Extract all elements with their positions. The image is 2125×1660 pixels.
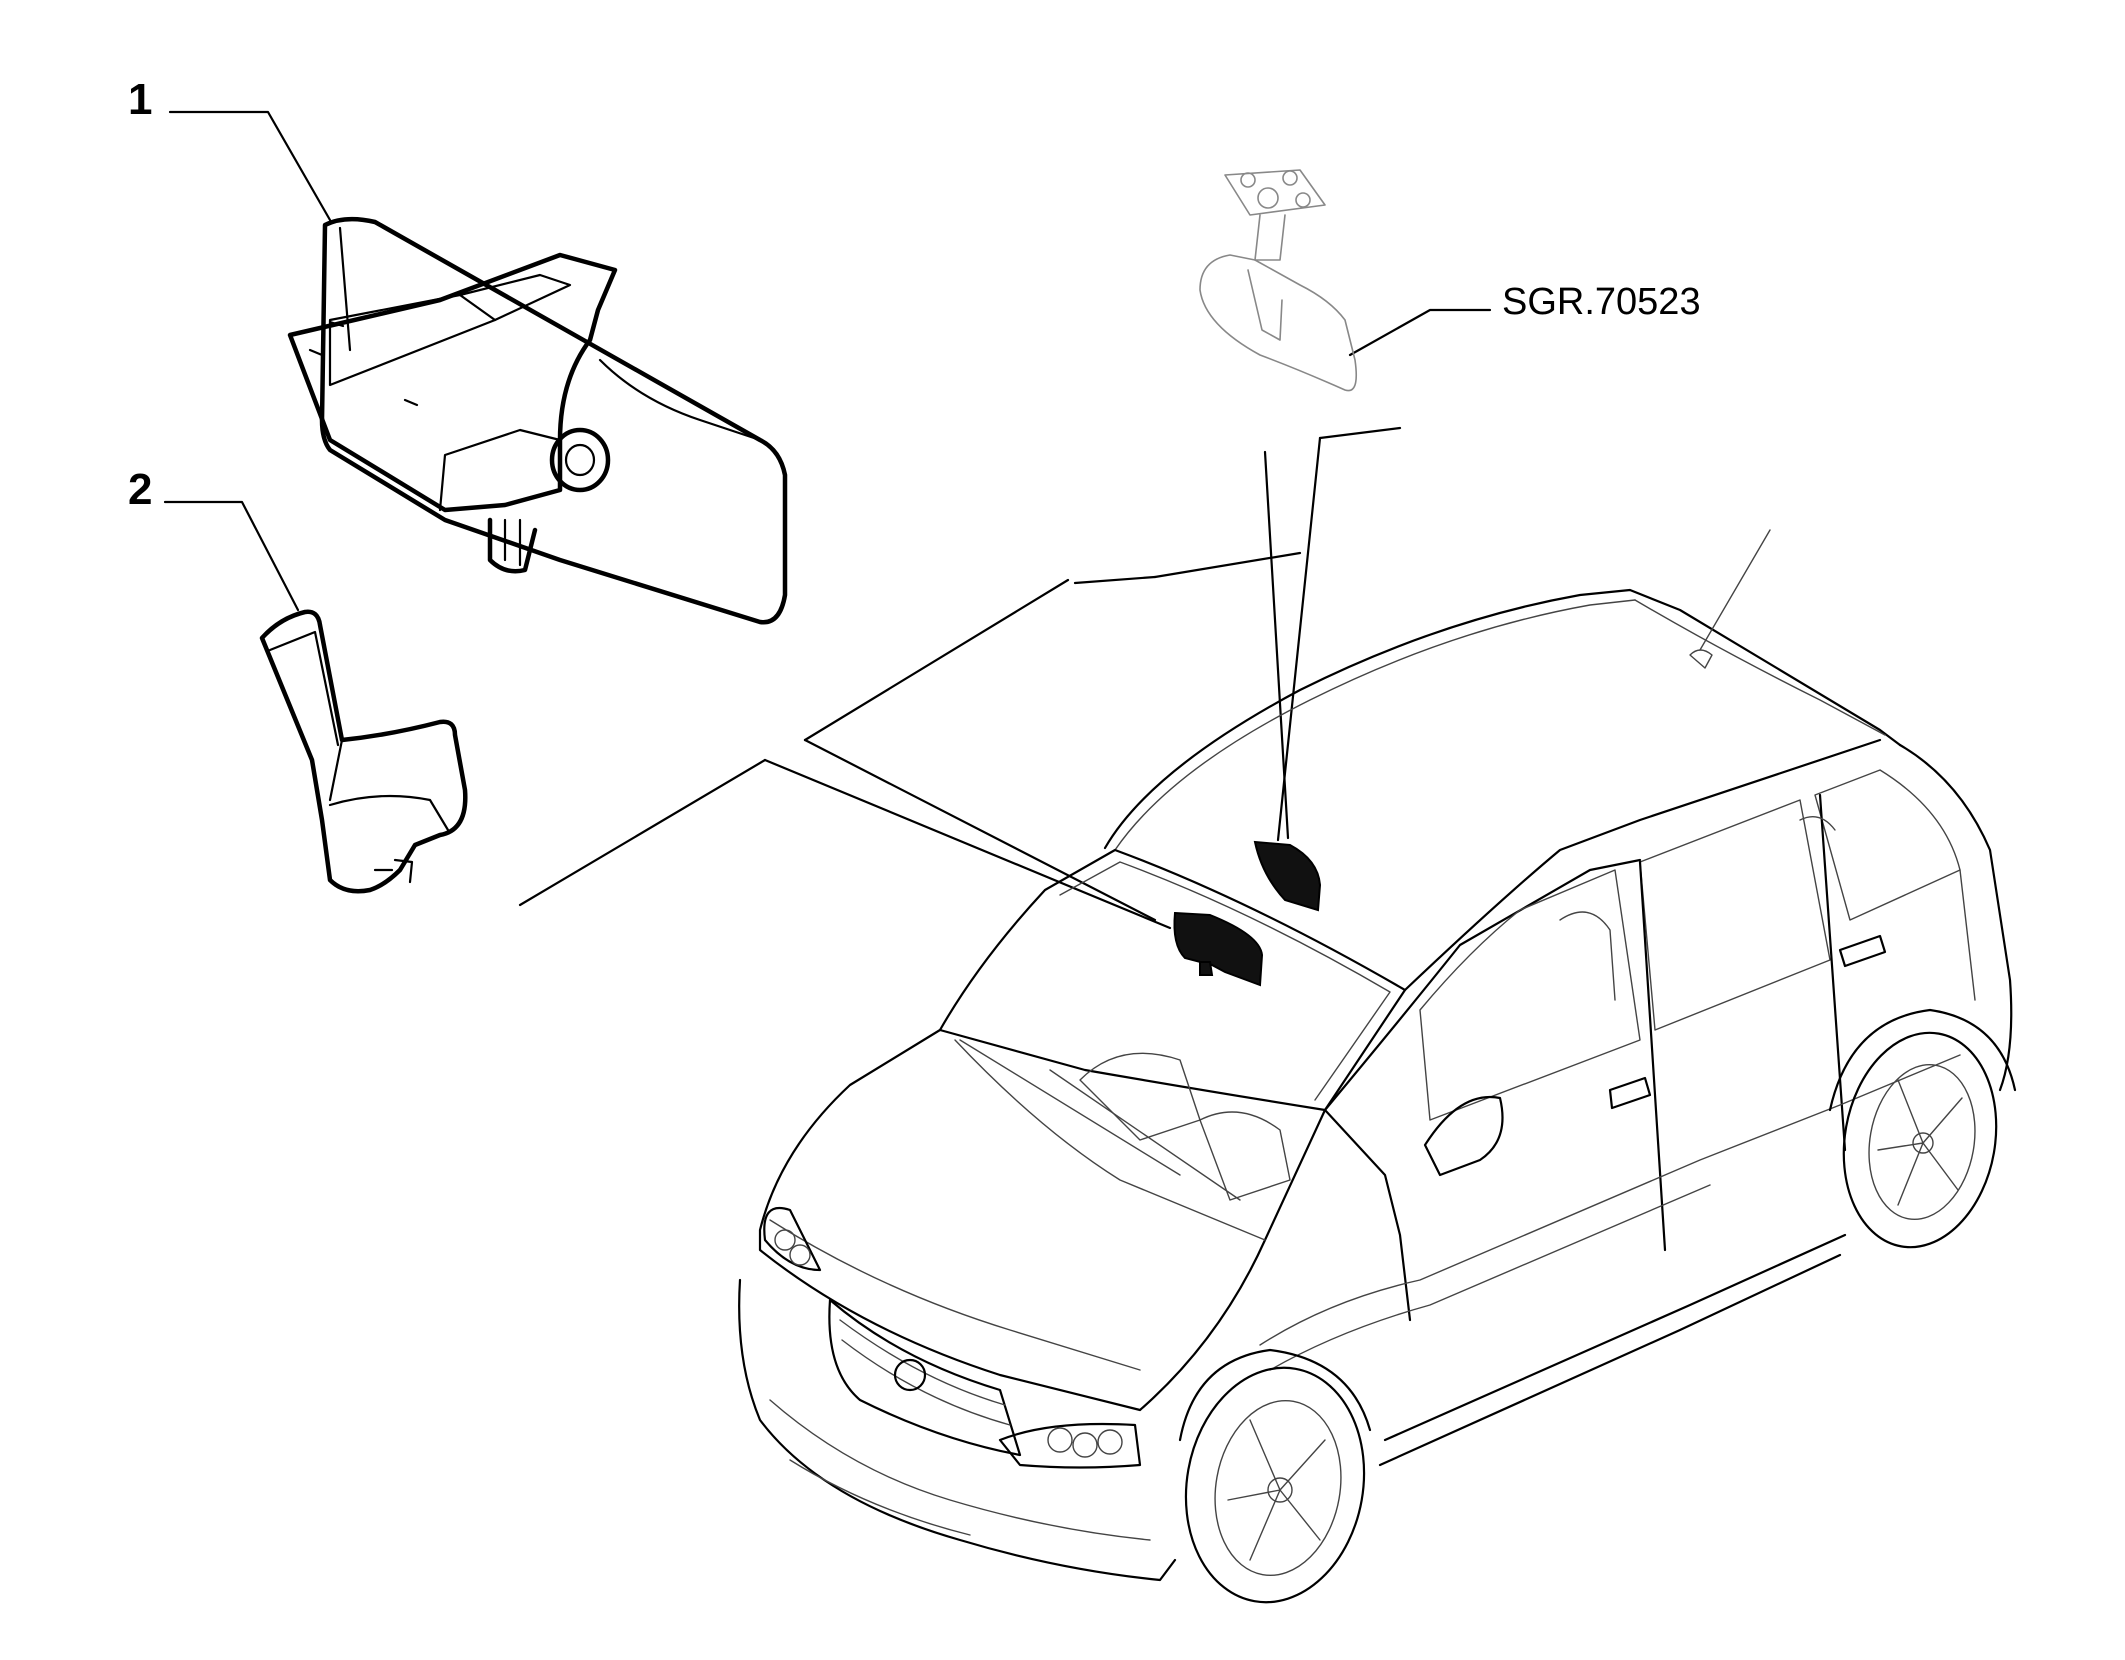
car-outline (738, 529, 2017, 1604)
reference-mirror-sketch (1199, 169, 1358, 392)
leader-line-ref (1348, 308, 1492, 357)
part-1-mirror-cover (287, 216, 788, 625)
explode-lines (518, 426, 1402, 930)
reference-code: SGR.70523 (1502, 281, 1701, 323)
part-markers (1173, 840, 1322, 987)
leader-line-2 (163, 500, 300, 612)
callout-2: 2 (128, 465, 153, 514)
callout-1: 1 (128, 75, 153, 124)
part-2-lower-cover (259, 609, 468, 894)
leader-line-1 (168, 110, 332, 222)
